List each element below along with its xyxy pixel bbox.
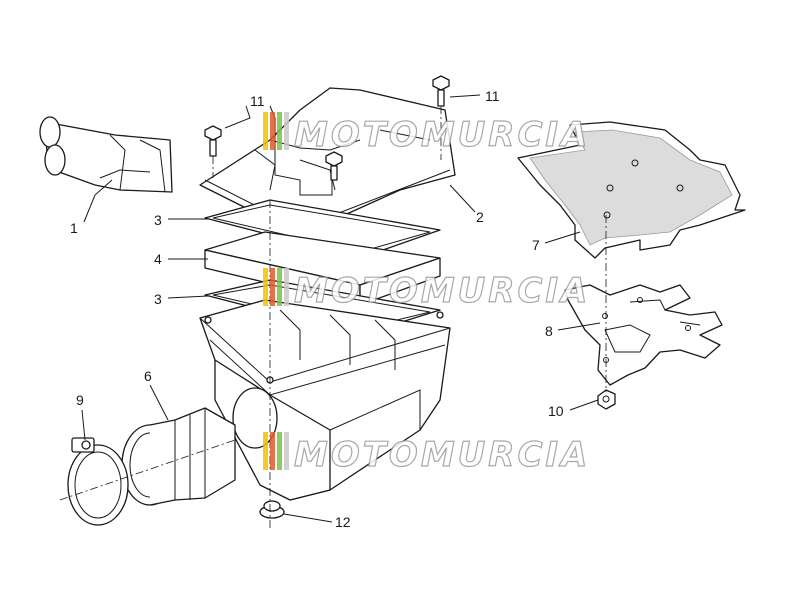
part-6-intake-boot (121, 407, 236, 506)
callout-2: 2 (476, 209, 484, 225)
callout-3-lower: 3 (154, 291, 162, 307)
callout-8: 8 (545, 323, 553, 339)
part-10-nut (597, 389, 616, 410)
part-8-bracket-frame (564, 284, 723, 386)
part-9-hose-clamp (67, 437, 129, 526)
part-7-gasket-fill (529, 129, 733, 246)
callout-11-right: 11 (485, 88, 500, 104)
callout-4: 4 (154, 251, 162, 267)
callout-11-left: 11 (250, 93, 265, 109)
watermark-top: MOTOMURCIA (263, 112, 590, 156)
part-7-cover-plate (517, 121, 746, 259)
watermark-text-middle: MOTOMURCIA (294, 271, 590, 311)
callout-7: 7 (532, 237, 540, 253)
callout-9: 9 (76, 392, 84, 408)
callout-12: 12 (335, 514, 351, 530)
watermark-bottom: MOTOMURCIA (263, 432, 590, 476)
part-11-screw-right (432, 75, 450, 107)
part-12-grommet (259, 500, 285, 519)
watermark-middle: MOTOMURCIA (263, 268, 590, 312)
part-11-screw-left (204, 125, 222, 157)
callout-6: 6 (144, 368, 152, 384)
callout-10: 10 (548, 403, 564, 419)
part-11-screw-middle (325, 151, 343, 181)
callout-1: 1 (70, 220, 78, 236)
callout-labels: 1 2 3 4 3 6 7 8 9 10 11 11 12 (70, 88, 564, 530)
alignment-lines (59, 106, 607, 530)
callout-3-upper: 3 (154, 212, 162, 228)
watermark-text-top: MOTOMURCIA (294, 115, 590, 155)
part-1-intake-snorkel (39, 116, 173, 193)
watermark-text-bottom: MOTOMURCIA (294, 435, 590, 475)
